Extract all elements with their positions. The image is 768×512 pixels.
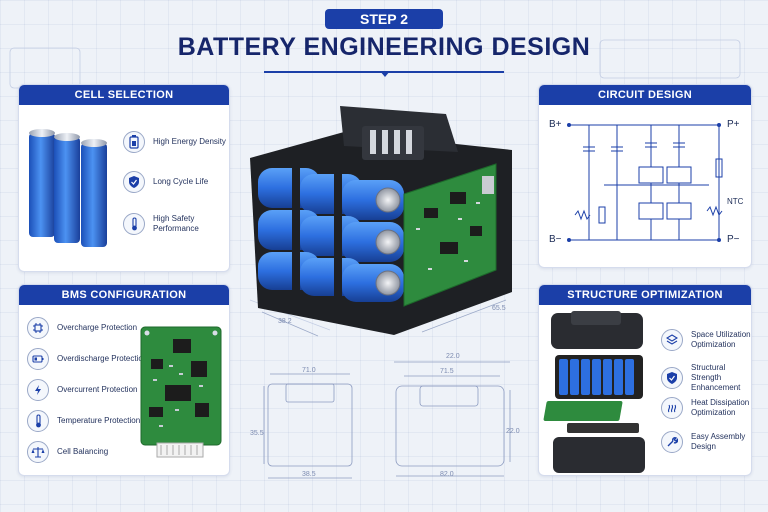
dim-left-top: 71.0 bbox=[302, 367, 316, 374]
thermometer-icon bbox=[27, 410, 49, 432]
heat-icon bbox=[661, 397, 683, 419]
structure-optimization-title: STRUCTURE OPTIMIZATION bbox=[539, 285, 751, 305]
technical-drawing-right bbox=[394, 361, 511, 477]
feature-label: Structural Strength Enhancement bbox=[691, 363, 741, 392]
feature-long-cycle-life: Long Cycle Life bbox=[123, 171, 208, 193]
dim-right-side: 22.0 bbox=[506, 428, 520, 435]
feature-temperature-protection: Temperature Protection bbox=[27, 410, 140, 432]
technical-drawing-left bbox=[263, 373, 353, 479]
circuit-design-panel: CIRCUIT DESIGN B+ B− bbox=[538, 84, 752, 268]
feature-overdischarge-protection: Overdischarge Protection bbox=[27, 348, 147, 370]
feature-heat-dissipation: Heat Dissipation Optimization bbox=[661, 397, 751, 419]
feature-label: Space Utilization Optimization bbox=[691, 330, 751, 349]
shield-check-icon bbox=[661, 367, 683, 389]
battery-pack-render bbox=[250, 106, 512, 335]
feature-label: Overcharge Protection bbox=[57, 323, 138, 332]
lightning-icon bbox=[27, 379, 49, 401]
circuit-schematic bbox=[567, 123, 723, 242]
dim-render-left: 38.2 bbox=[278, 318, 292, 325]
feature-structural-strength: Structural Strength Enhancement bbox=[661, 363, 751, 393]
shield-check-icon bbox=[123, 171, 145, 193]
feature-label: Overcurrent Protection bbox=[57, 385, 138, 394]
feature-label: Temperature Protection bbox=[57, 416, 141, 425]
cell-selection-title: CELL SELECTION bbox=[19, 85, 229, 105]
feature-label: High Energy Density bbox=[153, 137, 226, 146]
dim-right-top-outer: 22.0 bbox=[446, 353, 460, 360]
bms-configuration-title: BMS CONFIGURATION bbox=[19, 285, 229, 305]
feature-high-energy-density: High Energy Density bbox=[123, 131, 226, 153]
dim-right-top-inner: 71.5 bbox=[440, 368, 454, 375]
feature-easy-assembly: Easy Assembly Design bbox=[661, 431, 751, 453]
page-title: BATTERY ENGINEERING DESIGN bbox=[177, 33, 591, 61]
layers-icon bbox=[661, 329, 683, 351]
circuit-design-title: CIRCUIT DESIGN bbox=[539, 85, 751, 105]
feature-label: Overdischarge Protection bbox=[57, 354, 148, 363]
feature-overcurrent-protection: Overcurrent Protection bbox=[27, 379, 137, 401]
feature-space-utilization: Space Utilization Optimization bbox=[661, 329, 751, 351]
battery-icon bbox=[123, 131, 145, 153]
feature-label: Cell Balancing bbox=[57, 447, 109, 456]
feature-label: Long Cycle Life bbox=[153, 177, 209, 186]
battery-low-icon bbox=[27, 348, 49, 370]
b-plus-label: B+ bbox=[549, 119, 562, 130]
dim-left-bottom: 38.5 bbox=[302, 471, 316, 478]
chip-icon bbox=[27, 317, 49, 339]
feature-overcharge-protection: Overcharge Protection bbox=[27, 317, 137, 339]
ntc-label: NTC bbox=[727, 197, 744, 206]
exploded-view-image bbox=[543, 311, 645, 473]
feature-cell-balancing: Cell Balancing bbox=[27, 441, 108, 463]
feature-label: Heat Dissipation Optimization bbox=[691, 398, 750, 417]
cylindrical-cells-image bbox=[29, 129, 107, 247]
feature-label: High Safety Performance bbox=[153, 214, 199, 233]
cell-selection-panel: CELL SELECTION High Energy bbox=[18, 84, 230, 272]
feature-high-safety-performance: High Safety Performance bbox=[123, 213, 213, 235]
dim-left-side: 35.5 bbox=[250, 430, 264, 437]
dim-right-bottom: 82.0 bbox=[440, 471, 454, 478]
wrench-icon bbox=[661, 431, 683, 453]
bms-board-image bbox=[140, 326, 222, 458]
dim-render-right: 65.5 bbox=[492, 305, 506, 312]
title-caret bbox=[380, 71, 390, 77]
balance-scale-icon bbox=[27, 441, 49, 463]
p-plus-label: P+ bbox=[727, 119, 740, 130]
structure-optimization-panel: STRUCTURE OPTIMIZATION Space Utilization… bbox=[538, 284, 752, 476]
b-minus-label: B− bbox=[549, 234, 562, 245]
feature-label: Easy Assembly Design bbox=[691, 432, 746, 451]
p-minus-label: P− bbox=[727, 234, 740, 245]
thermometer-icon bbox=[123, 213, 145, 235]
bms-configuration-panel: BMS CONFIGURATION Overcharge Protection … bbox=[18, 284, 230, 476]
step-badge: STEP 2 bbox=[325, 9, 443, 29]
